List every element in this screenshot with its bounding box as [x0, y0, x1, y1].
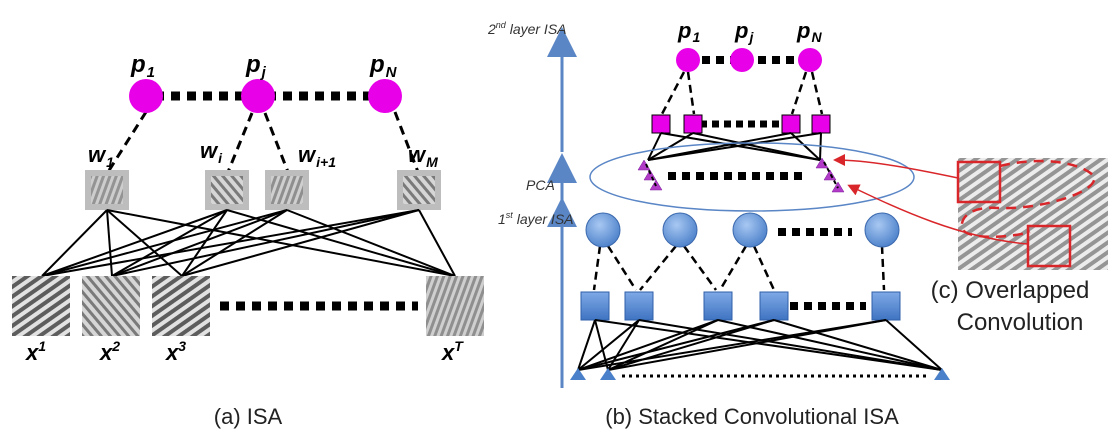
layer1-unit — [585, 212, 621, 248]
weight-label-wM: wM — [408, 142, 438, 170]
b-ball-square-links — [592, 245, 886, 291]
input-label-xT: xT — [441, 338, 464, 365]
b-magenta-square — [811, 114, 831, 134]
b-magenta-square — [781, 114, 801, 134]
b-pooling-label-pN: pN — [796, 18, 822, 45]
input-patch-x3 — [152, 276, 210, 336]
weight-filters — [85, 170, 441, 210]
input-label-x1: x1 — [25, 338, 46, 365]
b-pooling-label-pj: pj — [734, 18, 754, 45]
pooling-weight-links — [106, 111, 420, 173]
pca-ellipse — [589, 142, 915, 212]
filter-input-connections — [41, 209, 456, 277]
caption-a: (a) ISA — [214, 404, 283, 429]
input-patch-x2 — [82, 276, 140, 336]
b-square-pca-connections — [647, 132, 822, 161]
input-label-x3: x3 — [165, 338, 186, 365]
pca-label: PCA — [526, 177, 555, 193]
weight-label-wi1: wi+1 — [298, 142, 336, 170]
caption-c-line1: (c) Overlapped — [931, 277, 1090, 304]
b-pooling-unit-pj — [730, 48, 754, 72]
layer2-label: 2nd layer ISA — [487, 20, 567, 37]
weight-label-wi: wi — [200, 138, 223, 166]
panel-a: p1 pj pN w1 wi wi+1 wM — [12, 51, 484, 429]
b-input-triangles — [570, 368, 950, 380]
conv-arrow-2 — [847, 184, 1029, 245]
layer1-label: 1st layer ISA — [498, 210, 574, 227]
b-magenta-square — [683, 114, 703, 134]
pooling-label-pj: pj — [245, 51, 267, 81]
conv-window-2 — [1026, 224, 1072, 268]
layer1-unit — [662, 212, 698, 248]
b-pooling-label-p1: p1 — [677, 18, 700, 45]
layer1-filter-square — [580, 291, 610, 321]
input-patches — [12, 276, 484, 336]
layer1-filter-square — [759, 291, 789, 321]
pooling-unit-pN — [368, 79, 402, 113]
b-pooling-unit-pN — [798, 48, 822, 72]
pooling-unit-pj — [241, 79, 275, 113]
layer1-unit — [864, 212, 900, 248]
caption-b: (b) Stacked Convolutional ISA — [605, 404, 899, 429]
input-label-x2: x2 — [99, 338, 120, 365]
conv-arrow-1 — [833, 154, 959, 179]
layer1-filter-square — [703, 291, 733, 321]
input-patch-x1 — [12, 276, 70, 336]
panel-c: (c) Overlapped Convolution — [833, 154, 1108, 336]
b-magenta-square — [651, 114, 671, 134]
b-input-connections — [577, 319, 943, 371]
conv-window-1 — [956, 160, 1002, 204]
input-patch-xT — [426, 276, 484, 336]
panel-b: 2nd layer ISA PCA 1st layer ISA p1 pj pN — [487, 18, 950, 429]
weight-label-w1: w1 — [88, 142, 114, 170]
caption-c-line2: Convolution — [957, 309, 1084, 336]
overlap-image — [958, 158, 1108, 270]
pooling-unit-p1 — [129, 79, 163, 113]
pooling-label-pN: pN — [369, 51, 398, 81]
pooling-label-p1: p1 — [130, 51, 155, 81]
layer1-unit — [732, 212, 768, 248]
b-pooling-square-links — [660, 71, 824, 115]
b-pooling-unit-p1 — [676, 48, 700, 72]
layer1-filter-square — [871, 291, 901, 321]
layer1-filter-square — [624, 291, 654, 321]
